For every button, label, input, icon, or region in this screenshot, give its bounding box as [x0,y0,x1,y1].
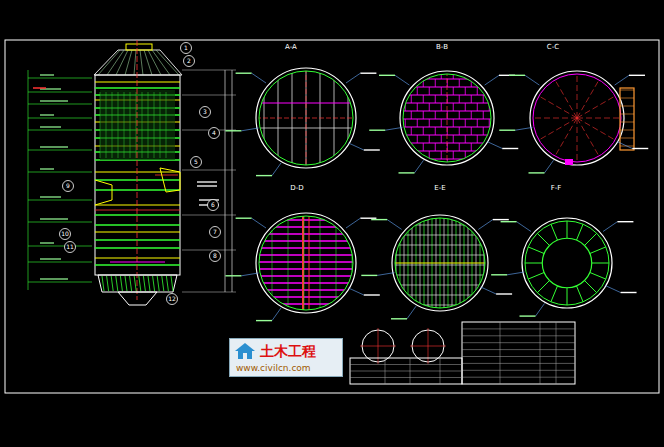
section-view [361,215,512,319]
callout-number: 10 [61,231,69,237]
callout-circle [208,200,219,211]
section-view [491,218,636,316]
callout-circle [60,229,71,240]
callout-number: 8 [213,253,217,259]
watermark-url: www.civilcn.com [234,363,338,373]
callout-number: 11 [66,244,74,250]
drawing-frame [5,40,659,393]
callout-circle [167,294,178,305]
callout-circle [181,43,192,54]
watermark-title: 土木工程 [234,343,338,359]
callout-circle [200,107,211,118]
callout-number: 1 [184,45,188,51]
section-view [499,71,648,173]
callout-number: 2 [187,58,191,64]
section-title: C-C [546,44,560,51]
section-title: D-D [289,185,304,192]
callout-circle [209,128,220,139]
callout-number: 5 [194,159,198,165]
callout-circle [210,251,221,262]
section-view [369,71,518,173]
callout-circle [210,227,221,238]
section-title: E-E [433,185,446,192]
tower-elevation [28,40,236,305]
house-icon [234,342,256,360]
callout-number: 7 [213,229,217,235]
callout-circle [184,56,195,67]
callout-circle [63,181,74,192]
callout-number: 6 [211,202,215,208]
section-title: F-F [550,185,563,192]
callout-circle [191,157,202,168]
section-title: A-A [284,44,298,51]
title-table [350,322,575,384]
callout-number: 12 [168,296,176,302]
watermark-box: 土木工程 www.civilcn.com [229,338,343,377]
callout-number: 9 [66,183,70,189]
section-title: B-B [435,44,449,51]
callout-number: 4 [212,130,216,136]
callout-circle [65,242,76,253]
callout-number: 3 [203,109,207,115]
section-view [225,213,379,321]
section-view [225,68,379,176]
